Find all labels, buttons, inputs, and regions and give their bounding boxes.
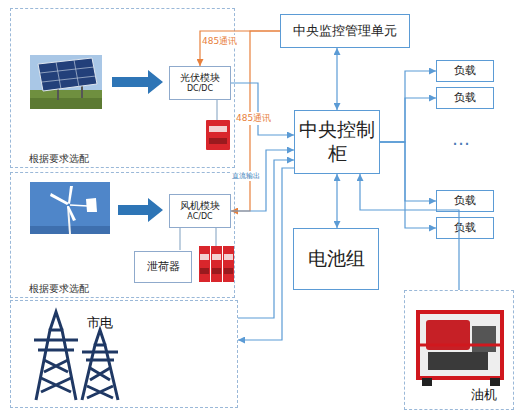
power-line bbox=[380, 142, 436, 201]
monitor-box: 中央监控管理单元 bbox=[280, 14, 410, 48]
power-line bbox=[336, 48, 337, 110]
node-label: 负载 bbox=[454, 64, 476, 78]
load-box: 负载 bbox=[436, 87, 494, 109]
surge-protector bbox=[206, 120, 230, 150]
load-box: 负载 bbox=[436, 217, 494, 239]
comm-line bbox=[200, 31, 280, 66]
node-label: 中央监控管理单元 bbox=[293, 23, 397, 39]
grid-group: 市电 bbox=[10, 300, 238, 408]
node-label: 负载 bbox=[454, 194, 476, 208]
power-line bbox=[380, 142, 436, 228]
node-label: 泄荷器 bbox=[147, 260, 180, 274]
power-line bbox=[336, 174, 337, 228]
comm-line bbox=[231, 31, 280, 211]
edge-label: 485通讯 bbox=[202, 35, 237, 48]
node-label: 电池组 bbox=[308, 247, 365, 271]
dump-load-box: 泄荷器 bbox=[134, 251, 192, 283]
node-label: 市电 bbox=[87, 315, 113, 331]
wind-turbine-photo bbox=[30, 182, 110, 234]
surge-protector bbox=[199, 246, 234, 282]
node-label: 负载 bbox=[454, 221, 476, 235]
power-line bbox=[231, 83, 294, 135]
node-label: 根据要求选配 bbox=[29, 283, 89, 296]
node-label: 光伏模块 bbox=[180, 72, 220, 85]
control-box: 中央控制柜 bbox=[294, 110, 380, 174]
edge-label: 485通讯 bbox=[236, 112, 271, 125]
node-label: 风机模块 bbox=[180, 200, 220, 213]
power-line bbox=[380, 71, 436, 142]
power-line bbox=[231, 150, 294, 211]
module-box: 光伏模块DC/DC bbox=[169, 66, 231, 100]
load-box: 负载 bbox=[436, 60, 494, 82]
power-line bbox=[380, 98, 436, 142]
node-sublabel: DC/DC bbox=[187, 84, 213, 94]
power-line bbox=[238, 160, 294, 318]
node-label: 根据要求选配 bbox=[29, 153, 89, 166]
solar-panel-photo bbox=[30, 55, 102, 109]
generator-photo bbox=[418, 312, 502, 386]
option-group: 根据要求选配 光伏模块DC/DC bbox=[10, 8, 235, 168]
node-label: 油机 bbox=[471, 387, 497, 403]
flow-arrow bbox=[118, 198, 163, 222]
module-box: 风机模块AC/DC bbox=[169, 194, 231, 228]
node-sublabel: AC/DC bbox=[187, 212, 212, 222]
battery-box: 电池组 bbox=[293, 228, 379, 290]
option-group: 根据要求选配 风机模块AC/DC 泄荷器 bbox=[10, 172, 235, 298]
edge-label: 直流输出 bbox=[232, 171, 260, 181]
power-line bbox=[238, 168, 294, 340]
node-label: 负载 bbox=[454, 91, 476, 105]
power-tower bbox=[34, 312, 118, 400]
flow-arrow bbox=[112, 70, 163, 94]
generator-group: 油机 bbox=[404, 290, 514, 410]
node-label: 中央控制柜 bbox=[297, 118, 377, 166]
ellipsis-label: … bbox=[452, 128, 470, 149]
load-box: 负载 bbox=[436, 190, 494, 212]
